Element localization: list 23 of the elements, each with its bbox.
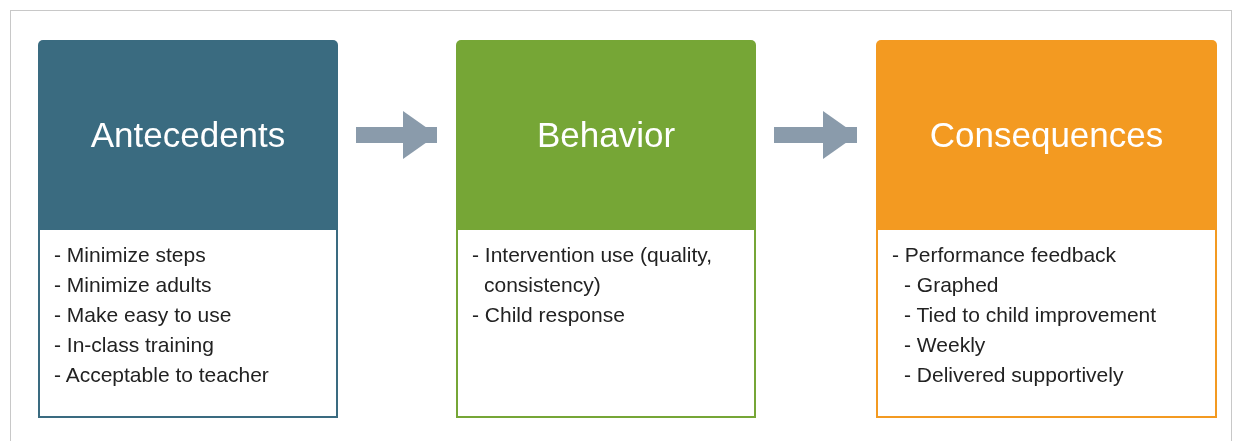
header-box [456, 40, 756, 230]
list-item: - Graphed [904, 272, 1000, 298]
heading: Antecedents [90, 115, 286, 155]
list-item: - Minimize adults [54, 272, 213, 298]
block-arrow [356, 111, 437, 159]
block-arrow [774, 111, 857, 159]
list-box [876, 230, 1217, 418]
list-box [456, 230, 756, 418]
list-item: - Acceptable to teacher [54, 362, 270, 388]
list-item: - Intervention use (quality, consistency) [472, 242, 714, 298]
list-item: - Tied to child improvement [904, 302, 1158, 328]
list-item: - In-class training [54, 332, 215, 358]
header-box [876, 40, 1217, 230]
list-item: - Minimize steps [54, 242, 207, 268]
list-item: - Performance feedback [892, 242, 1118, 268]
header-box [38, 40, 338, 230]
list-box [38, 230, 338, 418]
list-item: - Child response [472, 302, 626, 328]
heading: Consequences [929, 115, 1164, 155]
list-item: - Delivered supportively [904, 362, 1125, 388]
heading: Behavior [536, 115, 676, 155]
list-item: - Make easy to use [54, 302, 233, 328]
list-item: - Weekly [904, 332, 987, 358]
